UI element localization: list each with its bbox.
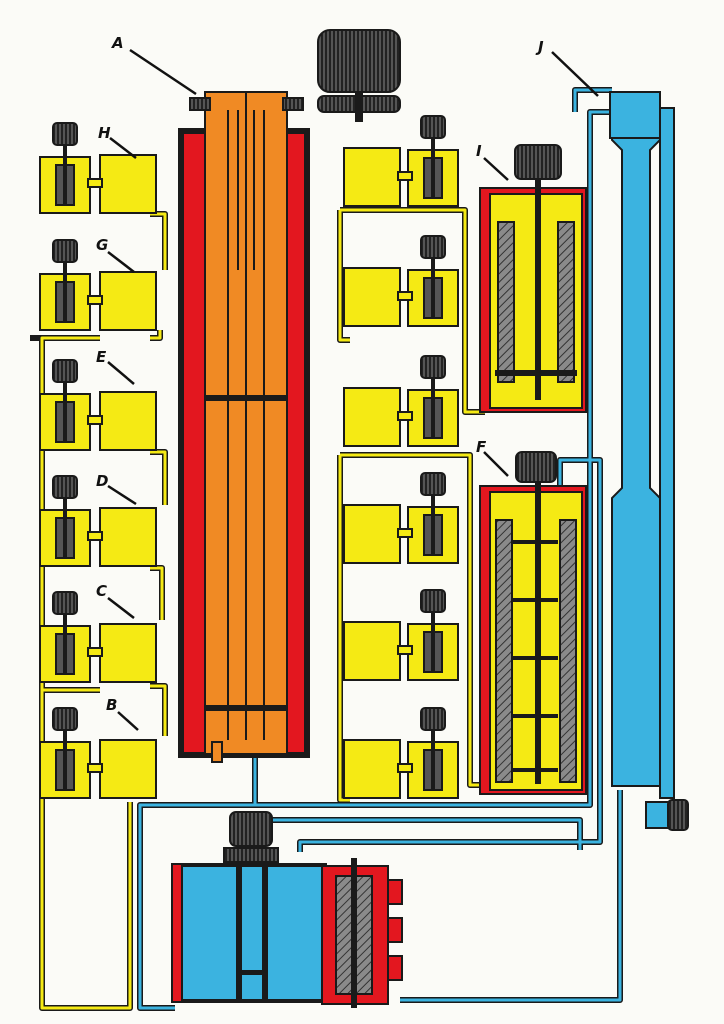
right-unit-3 [343,355,459,447]
label-d: D [96,472,108,490]
bottom-blue-unit [171,811,403,1008]
stage-g [39,239,157,331]
stage-h [39,122,157,214]
label-i: I [476,142,482,160]
right-unit-5 [343,589,459,681]
tank-i [479,144,587,413]
right-unit-1 [343,115,459,207]
tank-f [479,451,587,795]
left-stages [39,122,157,799]
stage-e [39,359,157,451]
label-g: G [96,236,108,254]
stage-c [39,591,157,683]
yellow-pipes-fill [40,208,485,1010]
label-j: J [535,38,544,56]
label-h: H [98,124,111,142]
blue-pipes-fill [138,88,622,1010]
right-bank-units [343,115,459,799]
right-unit-4 [343,472,459,564]
stage-b [39,707,157,799]
labels [107,48,599,731]
right-unit-2 [343,235,459,327]
label-e: E [96,348,107,366]
right-unit-6 [343,707,459,799]
tower-j [609,91,689,831]
label-a: A [111,34,124,52]
label-b: B [106,696,117,714]
label-c: C [96,582,107,600]
label-f: F [476,438,487,456]
top-motor [317,29,401,122]
reactor-a [178,91,310,763]
stage-d [39,475,157,567]
